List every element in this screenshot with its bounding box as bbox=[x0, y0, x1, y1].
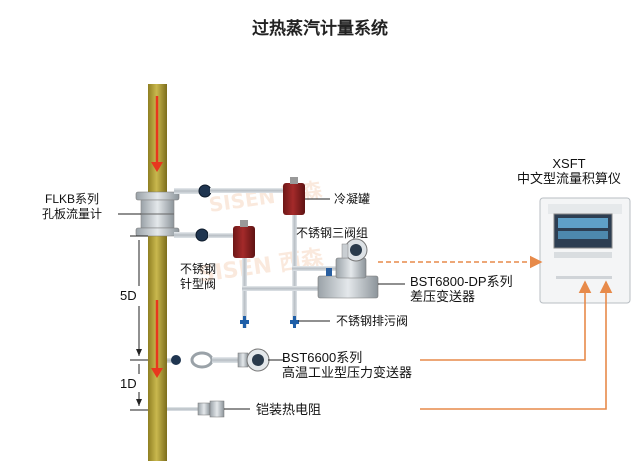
dp-label-line2: 差压变送器 bbox=[410, 289, 476, 304]
dimension-lines bbox=[130, 235, 148, 411]
flow-integrator bbox=[539, 197, 631, 304]
main-pipe bbox=[148, 84, 167, 461]
dp-transmitter-label: BST6800-DP系列 差压变送器 bbox=[410, 274, 513, 304]
needle-valve-label: 不锈钢 针型阀 bbox=[172, 262, 224, 292]
pressure-needle-valve bbox=[171, 355, 181, 365]
drain-valves bbox=[240, 316, 299, 328]
needle-valve-upper bbox=[198, 184, 212, 198]
flow-arrows bbox=[151, 96, 163, 378]
valve-group-label: 不锈钢三阀组 bbox=[296, 226, 369, 240]
svg-text:SISEN 西森: SISEN 西森 bbox=[207, 177, 324, 217]
condenser-down-tubes bbox=[242, 215, 342, 328]
integrator-label: XSFT 中文型流量积算仪 bbox=[510, 156, 628, 186]
impulse-lines bbox=[174, 184, 290, 242]
rtd-label: 铠装热电阻 bbox=[256, 402, 322, 417]
needle-valve-lower bbox=[195, 228, 209, 242]
pressure-label-line1: BST6600系列 bbox=[282, 350, 363, 365]
dimension-5d-label: 5D bbox=[120, 288, 137, 303]
signal-line-rtd bbox=[420, 280, 613, 410]
needle-label-line1: 不锈钢 bbox=[179, 262, 216, 276]
orifice-flowmeter-label: FLKB系列 孔板流量计 bbox=[30, 192, 114, 222]
orifice-label-line2: 孔板流量计 bbox=[41, 207, 102, 221]
diagram-title: 过热蒸汽计量系统 bbox=[252, 19, 388, 39]
condenser-label: 冷凝罐 bbox=[334, 192, 371, 206]
dimension-1d-label: 1D bbox=[120, 376, 137, 391]
pressure-transmitter-label: BST6600系列 高温工业型压力变送器 bbox=[282, 350, 412, 380]
dp-label-line1: BST6800-DP系列 bbox=[410, 274, 513, 289]
signal-lines bbox=[378, 255, 613, 410]
pressure-label-line2: 高温工业型压力变送器 bbox=[282, 365, 413, 380]
condenser-tanks bbox=[233, 177, 305, 258]
leader-lines bbox=[118, 198, 405, 410]
armored-rtd bbox=[167, 400, 225, 418]
dp-transmitter bbox=[317, 238, 379, 299]
needle-label-line2: 针型阀 bbox=[179, 277, 216, 291]
orifice-label-line1: FLKB系列 bbox=[44, 192, 99, 206]
signal-line-pressure bbox=[420, 280, 592, 361]
integrator-label-line1: XSFT bbox=[552, 156, 586, 171]
drain-valve-label: 不锈钢排污阀 bbox=[336, 314, 409, 328]
pressure-transmitter bbox=[167, 348, 270, 372]
orifice-flowmeter bbox=[135, 191, 180, 237]
integrator-label-line2: 中文型流量积算仪 bbox=[516, 171, 621, 186]
